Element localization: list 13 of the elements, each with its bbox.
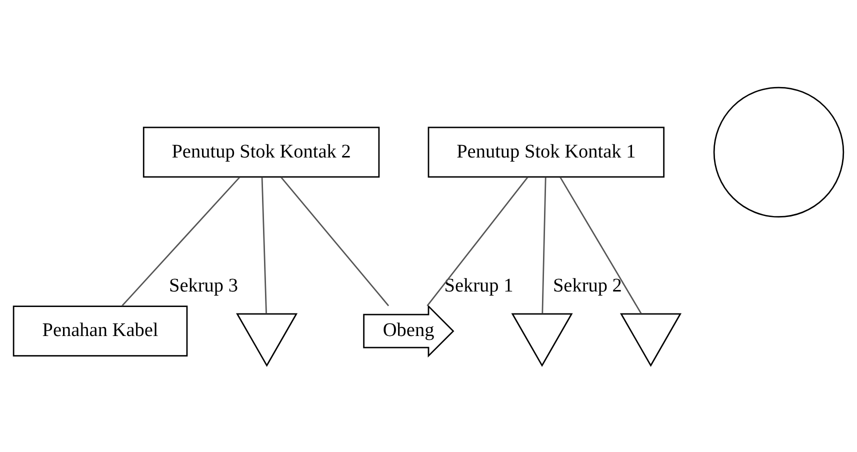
node-box: Penahan Kabel <box>12 305 188 356</box>
connector <box>280 176 390 306</box>
connector <box>542 176 546 314</box>
node-circle <box>713 86 844 218</box>
connector <box>426 176 528 306</box>
node-label: Sekrup 3 <box>169 274 238 296</box>
node-box: Penutup Stok Kontak 1 <box>428 126 665 178</box>
node-label: Sekrup 2 <box>552 274 622 296</box>
connector <box>560 176 642 314</box>
connector <box>122 176 240 306</box>
node-label: Sekrup 1 <box>444 274 514 296</box>
connector <box>261 176 267 314</box>
node-box: Penutup Stok Kontak 2 <box>142 126 380 178</box>
